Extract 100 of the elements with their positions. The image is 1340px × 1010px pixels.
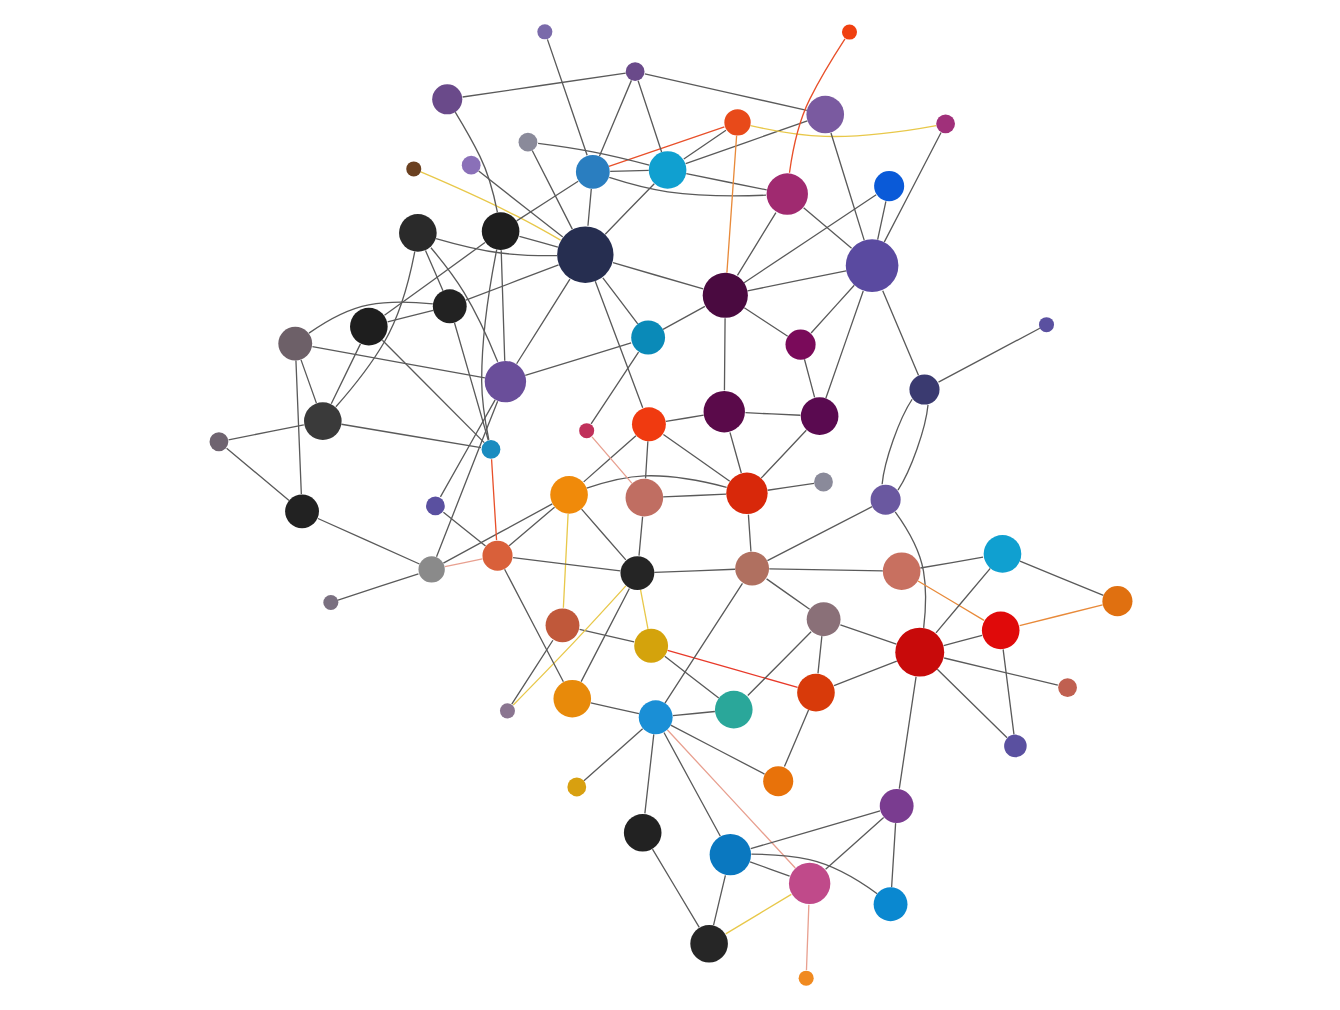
node-circle	[894, 627, 944, 677]
connector	[663, 655, 719, 699]
connector	[441, 511, 486, 547]
connector	[603, 183, 654, 235]
connector	[510, 639, 553, 705]
connector	[682, 129, 726, 160]
connector	[597, 79, 632, 157]
node-circle	[1003, 734, 1026, 758]
connector	[1017, 604, 1103, 627]
node-circle	[713, 690, 752, 729]
connector	[643, 440, 648, 480]
node-circle	[734, 551, 769, 586]
node-circle	[460, 155, 480, 175]
connector	[669, 724, 765, 775]
node-circle	[637, 700, 672, 735]
connector	[743, 412, 801, 416]
connector	[663, 582, 743, 704]
connector	[896, 404, 928, 491]
connector	[489, 458, 497, 541]
node-circle	[784, 329, 815, 360]
node-circle	[1101, 586, 1132, 617]
node-circle	[708, 833, 750, 876]
connector	[918, 556, 983, 569]
node-circle	[982, 535, 1021, 573]
connector	[1018, 560, 1104, 597]
connector	[380, 339, 484, 444]
connector	[593, 280, 643, 409]
connector	[545, 38, 587, 156]
connector	[589, 351, 639, 425]
connector	[643, 733, 654, 814]
connector	[385, 309, 433, 323]
connector	[684, 173, 767, 191]
connector	[480, 248, 497, 441]
connector	[816, 635, 822, 674]
node-circle	[869, 484, 900, 515]
node-circle	[303, 402, 341, 440]
connector	[590, 436, 632, 484]
connector	[226, 424, 304, 441]
connector	[661, 493, 726, 498]
connector	[748, 861, 790, 877]
node-circle	[566, 777, 586, 797]
node-circle	[480, 212, 519, 250]
connector	[643, 73, 807, 112]
connector	[684, 120, 808, 165]
node-circle	[624, 478, 663, 517]
node-circle	[483, 360, 526, 403]
connector	[638, 589, 648, 630]
connector	[582, 435, 636, 483]
connector	[829, 132, 864, 241]
connector	[511, 585, 626, 706]
connector	[438, 399, 495, 498]
connector	[802, 358, 815, 398]
connector	[419, 171, 561, 241]
connector	[294, 359, 301, 495]
connector	[809, 284, 854, 334]
connector	[650, 848, 699, 928]
connector	[511, 557, 620, 572]
node-circle	[702, 391, 744, 433]
node-circle	[284, 494, 318, 529]
node-circle	[552, 679, 591, 718]
connector	[652, 568, 735, 574]
node-circle	[517, 132, 537, 152]
node-circle	[647, 151, 686, 189]
connector	[577, 628, 634, 643]
node-circle	[578, 423, 594, 439]
node-circle	[431, 84, 462, 115]
connector	[735, 211, 776, 277]
connector	[611, 262, 703, 290]
connector	[561, 513, 568, 609]
connector	[728, 431, 741, 474]
connector	[749, 810, 880, 850]
connector	[665, 649, 798, 689]
connector	[824, 290, 863, 399]
connector	[336, 573, 419, 601]
connector	[823, 816, 884, 870]
connector	[764, 578, 810, 610]
node-circle	[480, 440, 500, 459]
connector	[724, 893, 791, 935]
node-circle	[322, 594, 338, 610]
node-circle	[536, 24, 552, 40]
connector	[502, 568, 564, 683]
node-circle	[630, 320, 665, 355]
connector	[711, 874, 726, 926]
connector	[661, 433, 730, 482]
connector	[316, 517, 420, 565]
connector	[507, 506, 555, 547]
connector	[935, 668, 1007, 739]
connector	[725, 134, 737, 274]
node-circle	[980, 611, 1019, 650]
node-circle	[556, 226, 613, 283]
node-circle	[624, 62, 644, 82]
connector	[664, 414, 704, 423]
node-circle	[701, 272, 747, 318]
connector	[662, 731, 720, 837]
connector	[434, 237, 557, 257]
node-circle	[398, 214, 436, 252]
node-circle	[619, 556, 654, 591]
connector	[334, 251, 415, 408]
connector	[579, 508, 626, 561]
connector	[434, 400, 498, 558]
